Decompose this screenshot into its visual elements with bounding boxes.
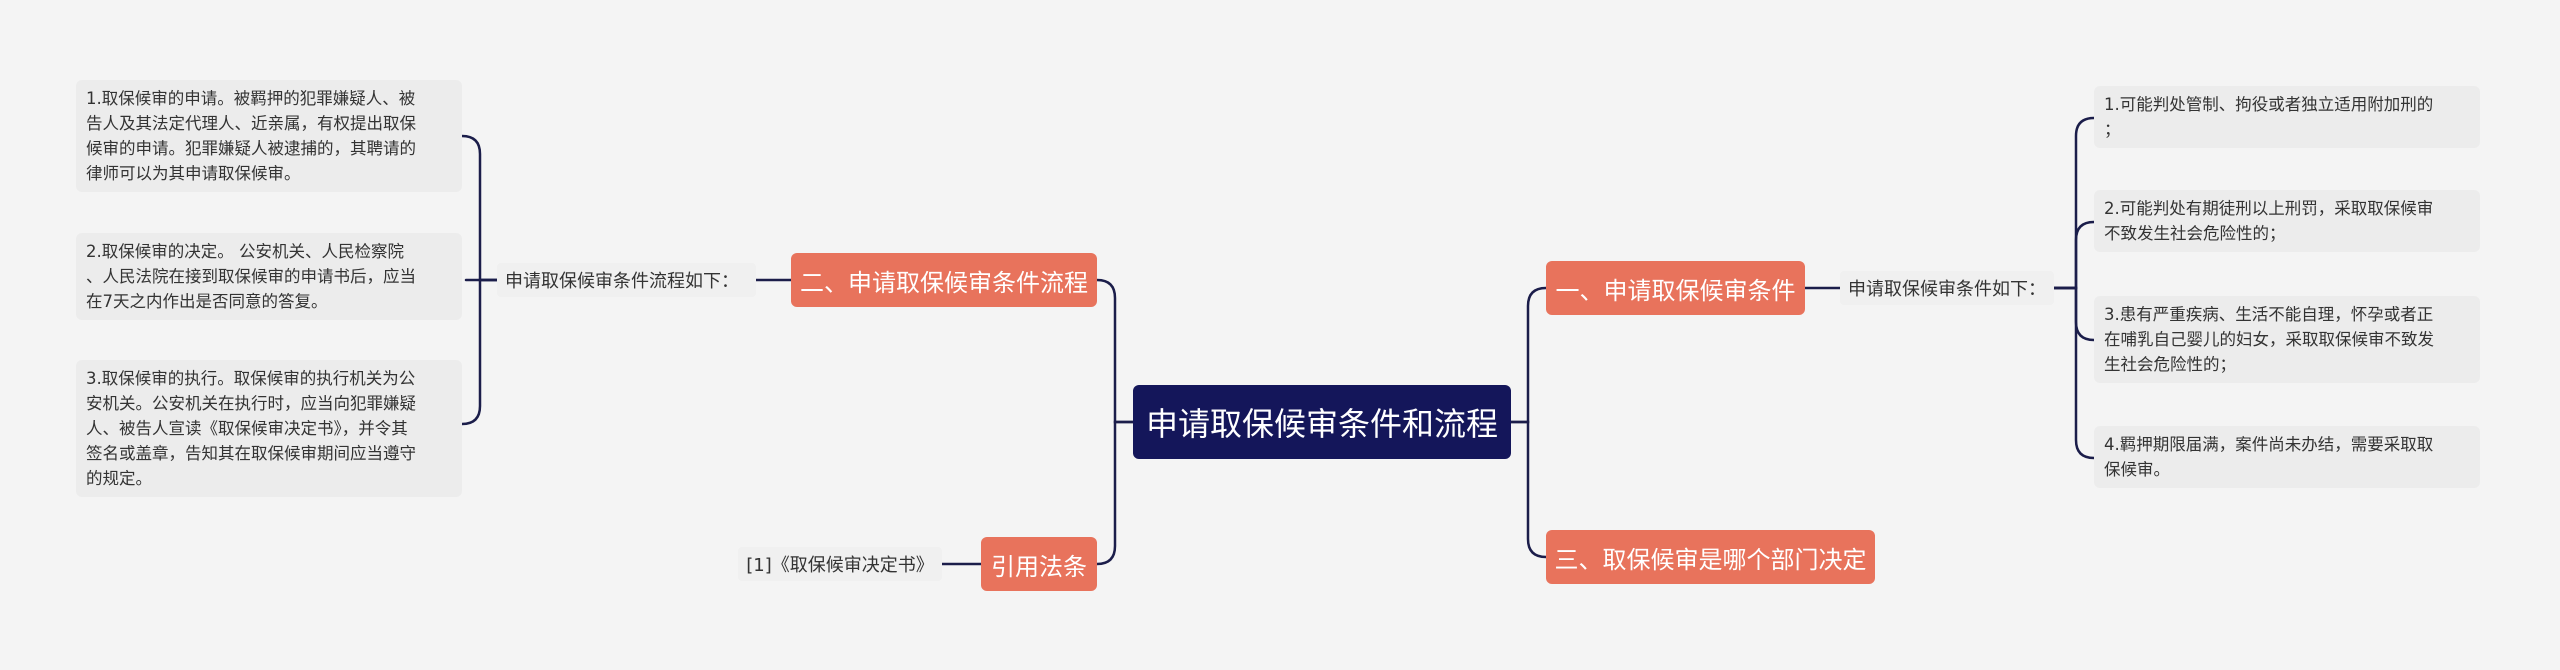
leaf-condition-3[interactable]: 3.患有严重疾病、生活不能自理，怀孕或者正 在哺乳自己婴儿的妇女，采取取保候审不…: [2094, 296, 2480, 383]
leaf-procedure-2[interactable]: 2.取保候审的决定。 公安机关、人民检察院 、人民法院在接到取保候审的申请书后，…: [76, 233, 462, 320]
connector-root-branch3: [1509, 420, 1548, 559]
connector-root-branch4: [1095, 420, 1135, 566]
connector-label-leaf-r1: [2052, 116, 2096, 290]
label-cited-document[interactable]: [1]《取保候审决定书》: [738, 547, 942, 581]
connector-label-leaf-r2: [2052, 220, 2096, 290]
connector-label-leaf-r3: [2052, 286, 2096, 342]
branch-procedure[interactable]: 二、申请取保候审条件流程: [791, 253, 1097, 307]
leaf-procedure-3[interactable]: 3.取保候审的执行。取保候审的执行机关为公 安机关。公安机关在执行时，应当向犯罪…: [76, 360, 462, 497]
leaf-condition-1[interactable]: 1.可能判处管制、拘役或者独立适用附加刑的 ；: [2094, 86, 2480, 148]
label-procedure-intro[interactable]: 申请取保候审条件流程如下：: [497, 263, 756, 297]
branch-deciding-department[interactable]: 三、取保候审是哪个部门决定: [1546, 530, 1875, 584]
branch-cited-law[interactable]: 引用法条: [981, 537, 1097, 591]
connector-label-leaf-l3: [460, 278, 499, 426]
connector-root-branch1: [1509, 286, 1548, 424]
root-topic[interactable]: 申请取保候审条件和流程: [1133, 385, 1511, 459]
connector-label-leaf-r4: [2052, 286, 2096, 460]
leaf-procedure-1[interactable]: 1.取保候审的申请。被羁押的犯罪嫌疑人、被 告人及其法定代理人、近亲属，有权提出…: [76, 80, 462, 192]
label-conditions-intro[interactable]: 申请取保候审条件如下：: [1840, 271, 2054, 305]
connector-label-leaf-l1: [460, 134, 499, 282]
leaf-condition-4[interactable]: 4.羁押期限届满，案件尚未办结，需要采取取 保候审。: [2094, 426, 2480, 488]
leaf-condition-2[interactable]: 2.可能判处有期徒刑以上刑罚，采取取保候审 不致发生社会危险性的；: [2094, 190, 2480, 252]
connector-root-branch2: [1095, 278, 1135, 424]
branch-conditions[interactable]: 一、申请取保候审条件: [1546, 261, 1805, 315]
